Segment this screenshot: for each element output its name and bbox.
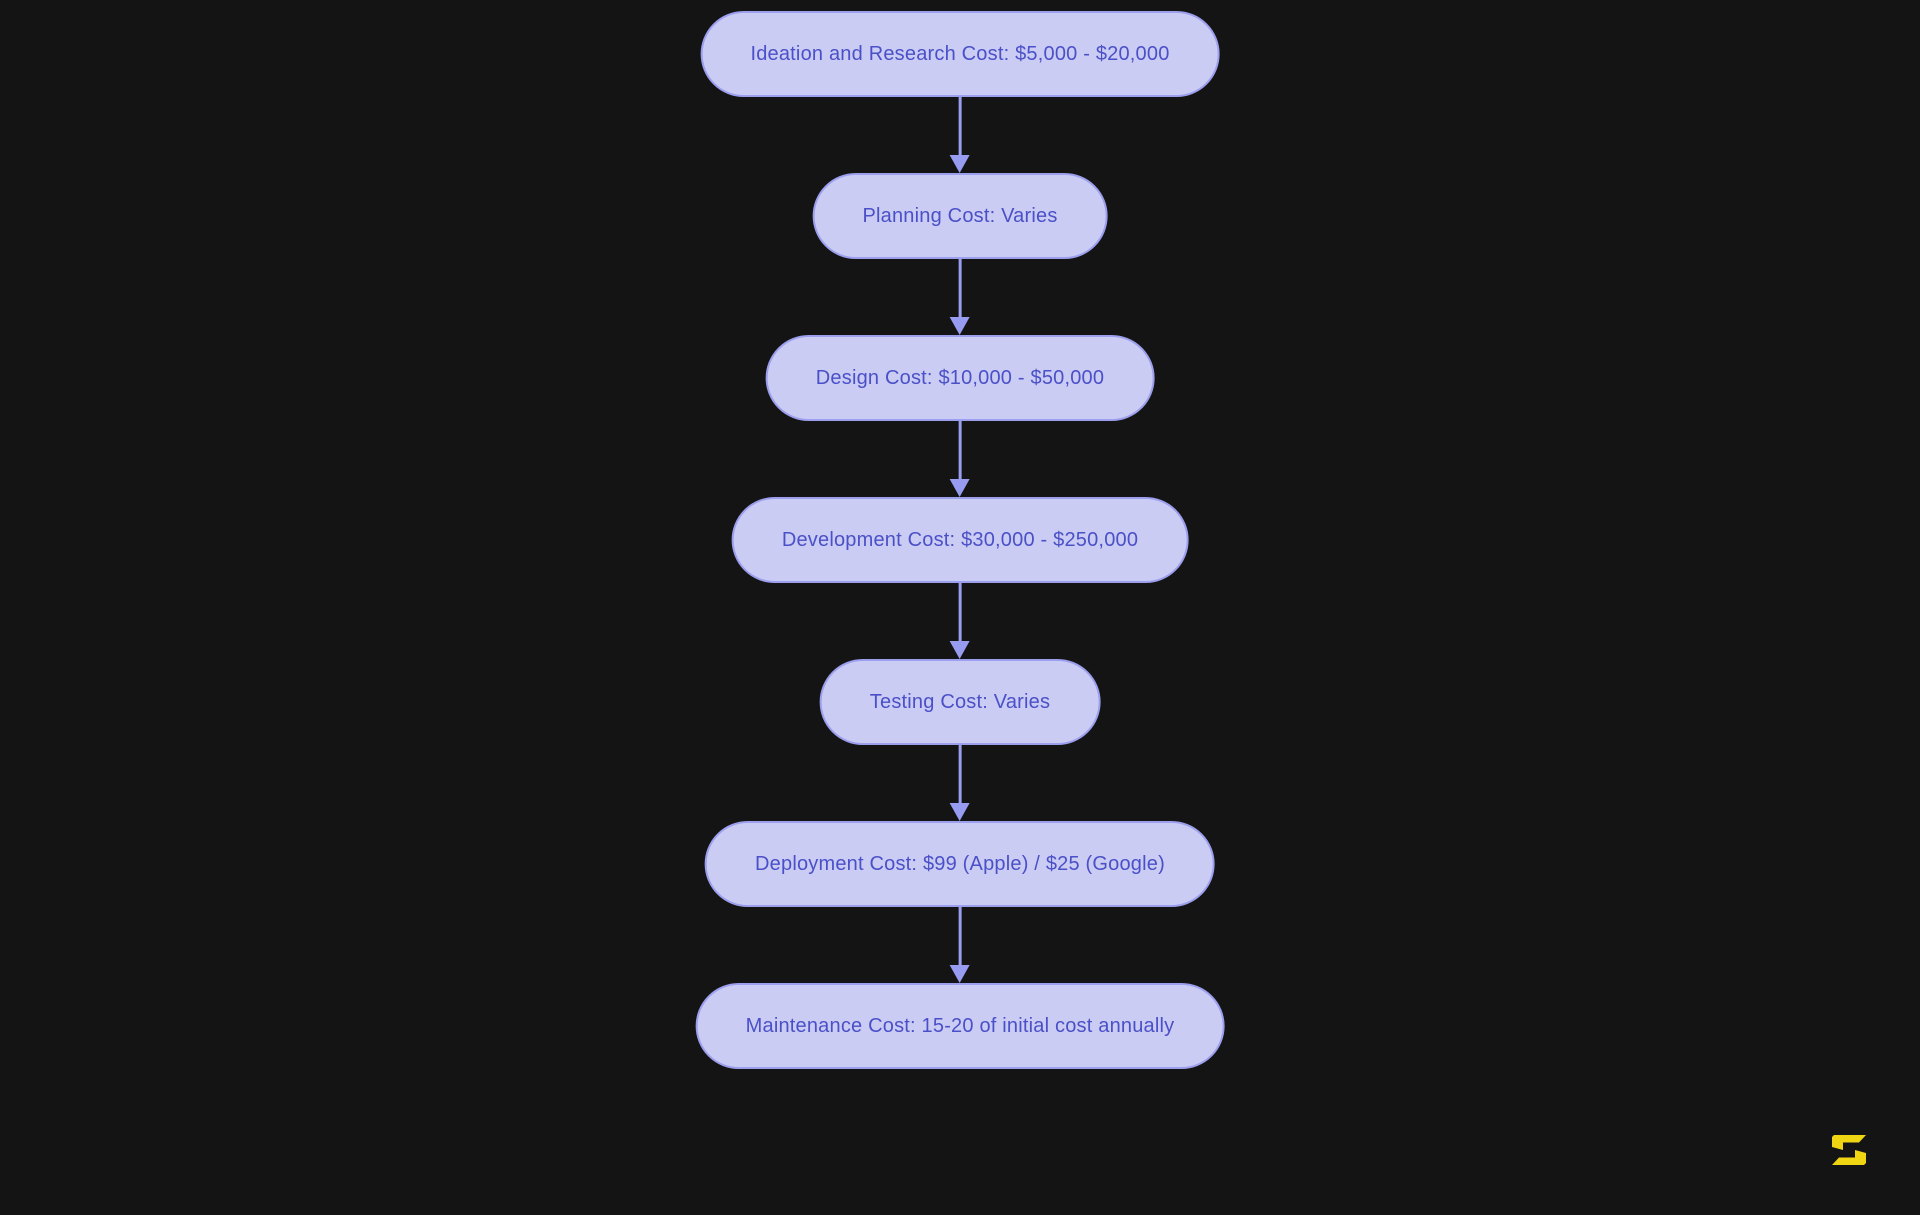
node-development: Development Cost: $30,000 - $250,000 <box>731 497 1189 583</box>
node-label: Deployment Cost: $99 (Apple) / $25 (Goog… <box>755 852 1165 875</box>
arrow-head-icon <box>949 317 970 335</box>
flowchart-column: Ideation and Research Cost: $5,000 - $20… <box>695 11 1225 1069</box>
node-maintenance: Maintenance Cost: 15-20 of initial cost … <box>695 983 1225 1069</box>
edge-connector <box>949 259 970 335</box>
node-planning: Planning Cost: Varies <box>812 173 1108 259</box>
node-label: Testing Cost: Varies <box>869 690 1051 713</box>
node-label: Maintenance Cost: 15-20 of initial cost … <box>745 1014 1175 1037</box>
arrow-line <box>958 907 962 965</box>
arrow-line <box>958 97 962 155</box>
node-deployment: Deployment Cost: $99 (Apple) / $25 (Goog… <box>705 821 1215 907</box>
edge-connector <box>949 583 970 659</box>
node-ideation-research: Ideation and Research Cost: $5,000 - $20… <box>700 11 1220 97</box>
node-design: Design Cost: $10,000 - $50,000 <box>765 335 1155 421</box>
arrow-line <box>958 421 962 479</box>
node-testing: Testing Cost: Varies <box>819 659 1101 745</box>
edge-connector <box>949 421 970 497</box>
arrow-line <box>958 259 962 317</box>
node-label: Design Cost: $10,000 - $50,000 <box>815 366 1105 389</box>
arrow-head-icon <box>949 803 970 821</box>
node-label: Development Cost: $30,000 - $250,000 <box>781 528 1139 551</box>
node-label: Ideation and Research Cost: $5,000 - $20… <box>750 42 1170 65</box>
arrow-head-icon <box>949 155 970 173</box>
edge-connector <box>949 97 970 173</box>
s-logo-watermark-icon <box>1832 1135 1866 1165</box>
arrow-head-icon <box>949 641 970 659</box>
arrow-line <box>958 583 962 641</box>
node-label: Planning Cost: Varies <box>862 204 1058 227</box>
arrow-head-icon <box>949 479 970 497</box>
arrow-line <box>958 745 962 803</box>
arrow-head-icon <box>949 965 970 983</box>
edge-connector <box>949 745 970 821</box>
edge-connector <box>949 907 970 983</box>
